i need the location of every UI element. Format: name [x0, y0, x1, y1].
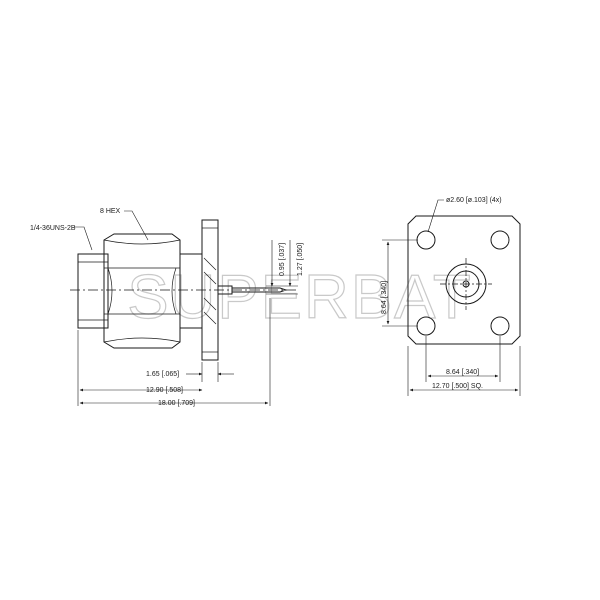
dim-body: 12.90 [.508] — [146, 387, 183, 394]
dim-hole-spacing-h: 8.64 [.340] — [446, 369, 479, 376]
dim-overall: 18.00 [.709] — [158, 400, 195, 407]
mount-hole — [490, 316, 510, 336]
thread-section — [77, 253, 109, 329]
dim-flange: 1.65 [.065] — [146, 371, 179, 378]
front-view: ø2.60 [ø.103] (4x) 8.64 [.340] 8.64 [.34… — [381, 197, 521, 396]
hole-leader — [427, 199, 444, 233]
flange-square — [407, 215, 521, 345]
dim-pin-len: 1.27 [.050] — [297, 243, 304, 276]
hex-leader — [124, 210, 149, 241]
center-pin — [231, 287, 288, 293]
hole-label: ø2.60 [ø.103] (4x) — [446, 197, 502, 204]
watermark: SUPERBAT — [127, 263, 473, 332]
hex-label: 8 HEX — [100, 208, 121, 215]
thread-label: 1/4-36UNS-2B — [30, 225, 76, 232]
dim-hole-spacing-v: 8.64 [.340] — [381, 281, 388, 314]
dim-pin-dia: 0.95 [.037] — [279, 243, 286, 276]
side-view: 1/4-36UNS-2B 8 HEX 0.95 [.037] 1.27 [.05… — [30, 208, 304, 407]
dim-flange-sq: 12.70 [.500] SQ. — [432, 383, 483, 390]
mount-hole — [490, 230, 510, 250]
mount-hole — [416, 230, 436, 250]
thread-leader — [74, 226, 93, 251]
